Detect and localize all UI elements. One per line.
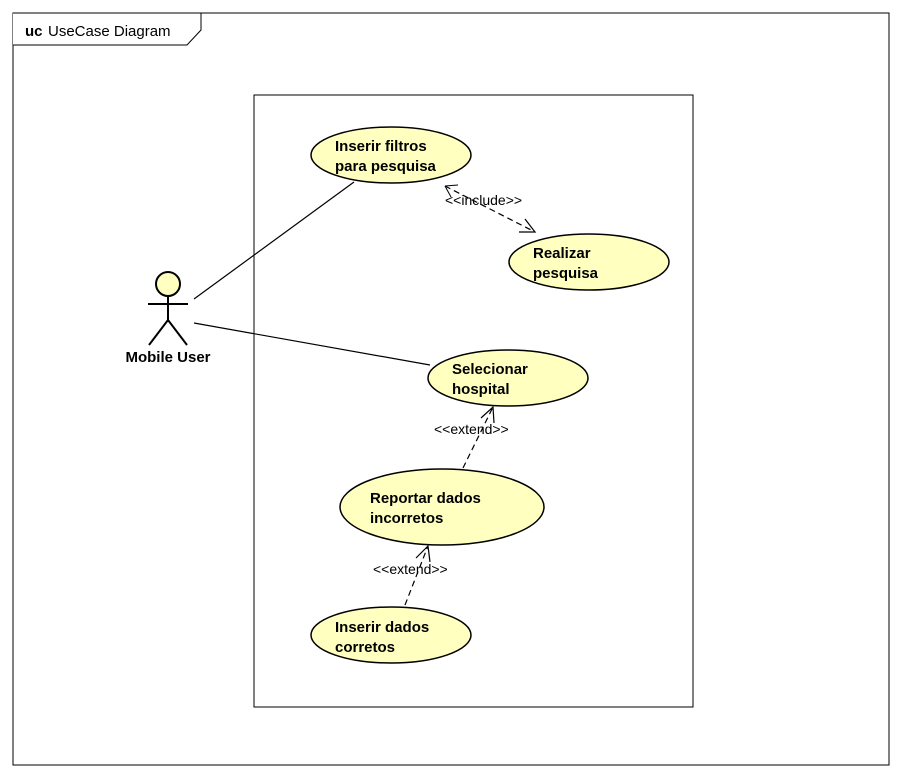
usecase-label-line1: Inserir dados [335, 619, 429, 636]
usecase-label-line2: hospital [452, 381, 510, 398]
frame-name-label: UseCase Diagram [48, 23, 171, 40]
usecase-label-line1: Selecionar [452, 361, 528, 378]
usecase-ellipse [310, 126, 472, 184]
usecase-label-line1: Reportar dados [370, 490, 481, 507]
usecase-label-line2: incorretos [370, 510, 443, 527]
usecase-ellipse [310, 606, 472, 664]
actor-label: Mobile User [125, 349, 210, 366]
association-inserir-filtros [193, 181, 355, 300]
usecase-label-line2: pesquisa [533, 265, 599, 282]
extend-line-1 [462, 406, 494, 469]
usecase-label-line1: Inserir filtros [335, 138, 427, 155]
usecase-inserir-filtros[interactable]: Inserir filtros para pesquisa [310, 126, 472, 184]
include-stereotype: <<include>> [445, 192, 522, 208]
usecase-label-line1: Realizar [533, 245, 591, 262]
association-selecionar-hospital [193, 322, 431, 366]
extend-stereotype-1: <<extend>> [434, 421, 509, 437]
usecase-label-line2: para pesquisa [335, 158, 437, 175]
include-tail-mark [444, 184, 459, 198]
frame-tab [13, 12, 202, 46]
include-arrowhead [519, 218, 537, 233]
usecase-ellipse [339, 468, 545, 546]
extend-arrowhead-2 [415, 544, 431, 563]
actor-right-leg [167, 319, 188, 346]
actor-head [155, 271, 181, 297]
usecase-ellipse [508, 233, 670, 291]
actor-mobile-user[interactable]: Mobile User [125, 271, 211, 366]
usecase-label-line2: corretos [335, 639, 395, 656]
usecase-ellipse [427, 349, 589, 407]
extend-line-2 [404, 545, 429, 606]
usecase-reportar-dados[interactable]: Reportar dados incorretos [339, 468, 545, 546]
actor-left-leg [148, 319, 169, 346]
frame-kind-label: uc [25, 23, 43, 40]
usecase-selecionar-hospital[interactable]: Selecionar hospital [427, 349, 589, 407]
usecase-inserir-dados[interactable]: Inserir dados corretos [310, 606, 472, 664]
usecase-realizar-pesquisa[interactable]: Realizar pesquisa [508, 233, 670, 291]
extend-arrowhead-1 [480, 405, 495, 424]
extend-stereotype-2: <<extend>> [373, 561, 448, 577]
include-line [444, 185, 536, 233]
